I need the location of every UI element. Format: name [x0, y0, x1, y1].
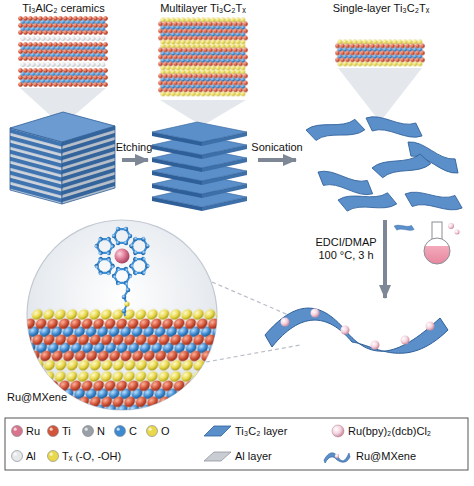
legend-label: Ru(bpy)₂(dcb)Cl₂ [348, 424, 431, 438]
ribbon-sample [324, 453, 350, 463]
stage-label: Ru@MXene [7, 391, 97, 404]
connector-group [122, 160, 385, 298]
process-arrow [258, 158, 296, 162]
swatch-highlight [117, 428, 120, 431]
ru-mxene-ribbon [265, 308, 448, 353]
stage-panel: Ru@MXene [5, 298, 465, 410]
ru-complex-bead [448, 223, 454, 229]
flask-neck [432, 222, 442, 240]
zoom-funnel [338, 68, 422, 122]
flask-body [424, 238, 450, 264]
process-step: EDCI/DMAP 100 °C, 3 h [313, 236, 379, 262]
swatch-highlight [149, 428, 152, 431]
max-phase-block [10, 112, 115, 204]
ru-complex [92, 227, 153, 316]
ru-complex-bead [371, 341, 380, 350]
color-swatch [83, 426, 94, 437]
color-swatch [48, 451, 59, 462]
ru-complex-bead [455, 230, 460, 235]
swatch-highlight [14, 453, 17, 456]
ru-complex-bead [341, 326, 350, 335]
linker-bond [124, 283, 128, 316]
swatch-highlight [85, 428, 88, 431]
ru-atom [115, 249, 130, 264]
color-swatch [12, 451, 23, 462]
color-swatch [12, 426, 23, 437]
stage-panel: Multilayer Ti₃C₂Tₓ [148, 2, 258, 207]
al-layer-sample [204, 452, 231, 461]
mxene-surface [14, 309, 234, 433]
legend-label: N [97, 424, 105, 438]
color-swatch [48, 426, 59, 437]
stage-label: Ti₃AlC₂ ceramics [5, 2, 122, 15]
legend-label: Ti₃C₂ layer [235, 424, 287, 438]
al-row [21, 62, 106, 67]
ru-complex-bead [401, 336, 410, 345]
complex-sample [332, 425, 344, 437]
swatch-highlight [50, 453, 53, 456]
c-atom [126, 288, 131, 293]
color-swatch [115, 426, 126, 437]
ru-complex-bead [426, 322, 435, 331]
stage-label: Multilayer Ti₃C₂Tₓ [148, 2, 258, 15]
stage-panel: Single-layer Ti₃C₂Tₓ [296, 2, 466, 220]
zoom-guide [206, 345, 300, 362]
legend-label: Ru@MXene [356, 449, 416, 463]
legend-label: Tₓ (-O, -OH) [62, 449, 121, 463]
process-step: Etching [113, 141, 155, 154]
legend-label: Ru [26, 424, 40, 438]
block-face [10, 128, 62, 204]
process-arrow [122, 158, 148, 162]
swatch-highlight [14, 428, 17, 431]
ru-complex-bead [311, 309, 320, 318]
legend-label: Al [26, 449, 36, 463]
al-row [21, 36, 106, 41]
legend-label: Ti [62, 424, 71, 438]
ru-complex-bead [281, 318, 290, 327]
reaction-flask [424, 222, 460, 264]
ribbon-sheet [265, 308, 448, 353]
stage-label: Single-layer Ti₃C₂Tₓ [296, 2, 466, 15]
zoom-funnel [20, 88, 106, 126]
multilayer-stack [152, 122, 247, 211]
zoom-funnel [160, 100, 246, 126]
legend-label: C [129, 424, 137, 438]
ribbon-sample-bead [335, 454, 339, 458]
c-atom [122, 295, 127, 300]
block-top [10, 112, 115, 142]
zoom-circle [27, 220, 217, 410]
zoom-guide [212, 282, 300, 320]
process-step: Sonication [249, 141, 305, 154]
legend-label: O [161, 424, 170, 438]
legend-frame [5, 418, 468, 470]
block-face [62, 126, 115, 204]
legend-label: Al layer [235, 449, 272, 463]
c-atom [122, 309, 127, 314]
process-arrow [383, 220, 387, 298]
stage-panel: Ti₃AlC₂ ceramics [5, 2, 122, 207]
single-layer-crystal [335, 40, 425, 67]
ti3alc2-crystal [18, 16, 108, 87]
color-swatch [147, 426, 158, 437]
swatch-highlight [50, 428, 53, 431]
o-atom [124, 301, 129, 306]
single-sheets [306, 115, 463, 212]
layer-sample [204, 426, 231, 436]
multilayer-crystal [158, 18, 248, 97]
